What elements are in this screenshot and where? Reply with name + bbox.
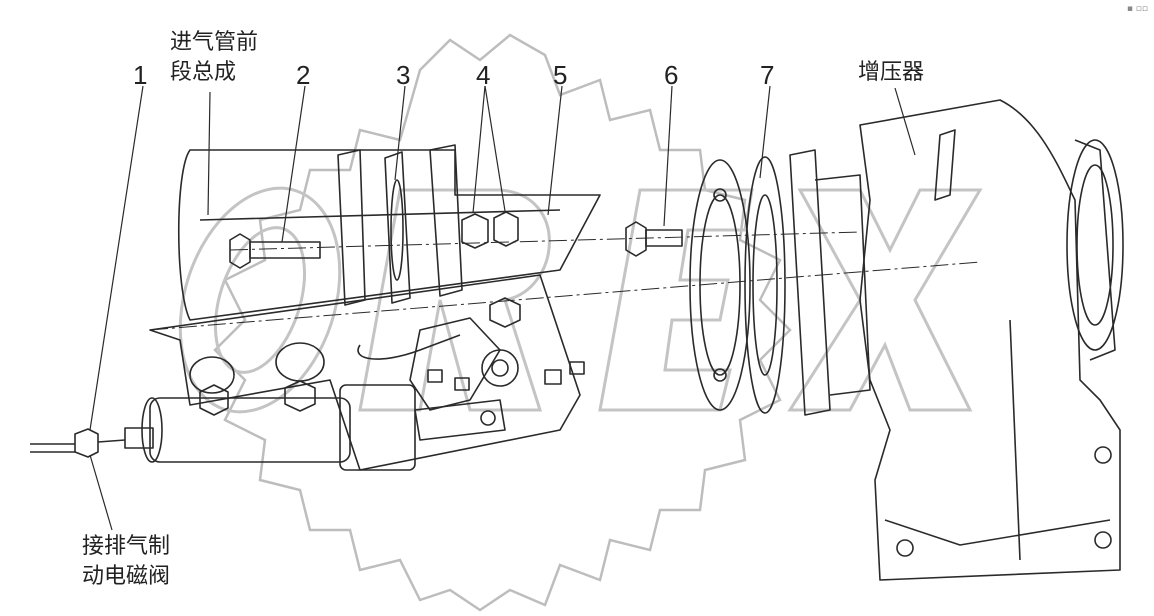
flange-right xyxy=(429,144,463,297)
turbocharger-label: 增压器 xyxy=(858,60,925,85)
watermark-letters xyxy=(178,186,983,414)
corner-mark: ▪︎ ▫︎▫︎ xyxy=(1126,4,1148,14)
callout-5: 5 xyxy=(553,60,568,90)
gasket-7 xyxy=(744,156,786,414)
gasket-3 xyxy=(384,151,411,304)
leader-lines xyxy=(89,85,916,531)
turbo-flange xyxy=(689,159,751,411)
callout-2: 2 xyxy=(296,60,311,90)
solenoid-valve-label-line1: 接排气制 xyxy=(82,534,171,559)
intake-pipe-label-line2: 段总成 xyxy=(170,60,237,85)
callout-1: 1 xyxy=(133,60,148,90)
nut-4a xyxy=(461,213,489,249)
bolt-2 xyxy=(229,233,321,269)
intake-pipe-label: 进气管前 段总成 xyxy=(170,28,258,88)
callout-4: 4 xyxy=(476,60,491,90)
lever-mechanism xyxy=(409,317,585,441)
turbo-outlet-flange xyxy=(789,149,831,416)
intake-pipe xyxy=(177,149,601,321)
watermark-gear xyxy=(213,33,792,612)
flange-left xyxy=(337,149,366,306)
callout-6: 6 xyxy=(664,60,679,90)
bracket-plate xyxy=(149,274,581,471)
solenoid-valve xyxy=(30,384,416,471)
solenoid-valve-label-line2: 动电磁阀 xyxy=(82,564,171,589)
callout-7: 7 xyxy=(760,60,775,90)
callout-3: 3 xyxy=(396,60,411,90)
axis-lines xyxy=(149,231,981,331)
intake-pipe-label-line1: 进气管前 xyxy=(170,30,259,55)
solenoid-valve-label: 接排气制 动电磁阀 xyxy=(82,532,170,592)
turbocharger xyxy=(859,99,1124,581)
nut-4b xyxy=(493,211,519,247)
parts xyxy=(30,99,1124,581)
